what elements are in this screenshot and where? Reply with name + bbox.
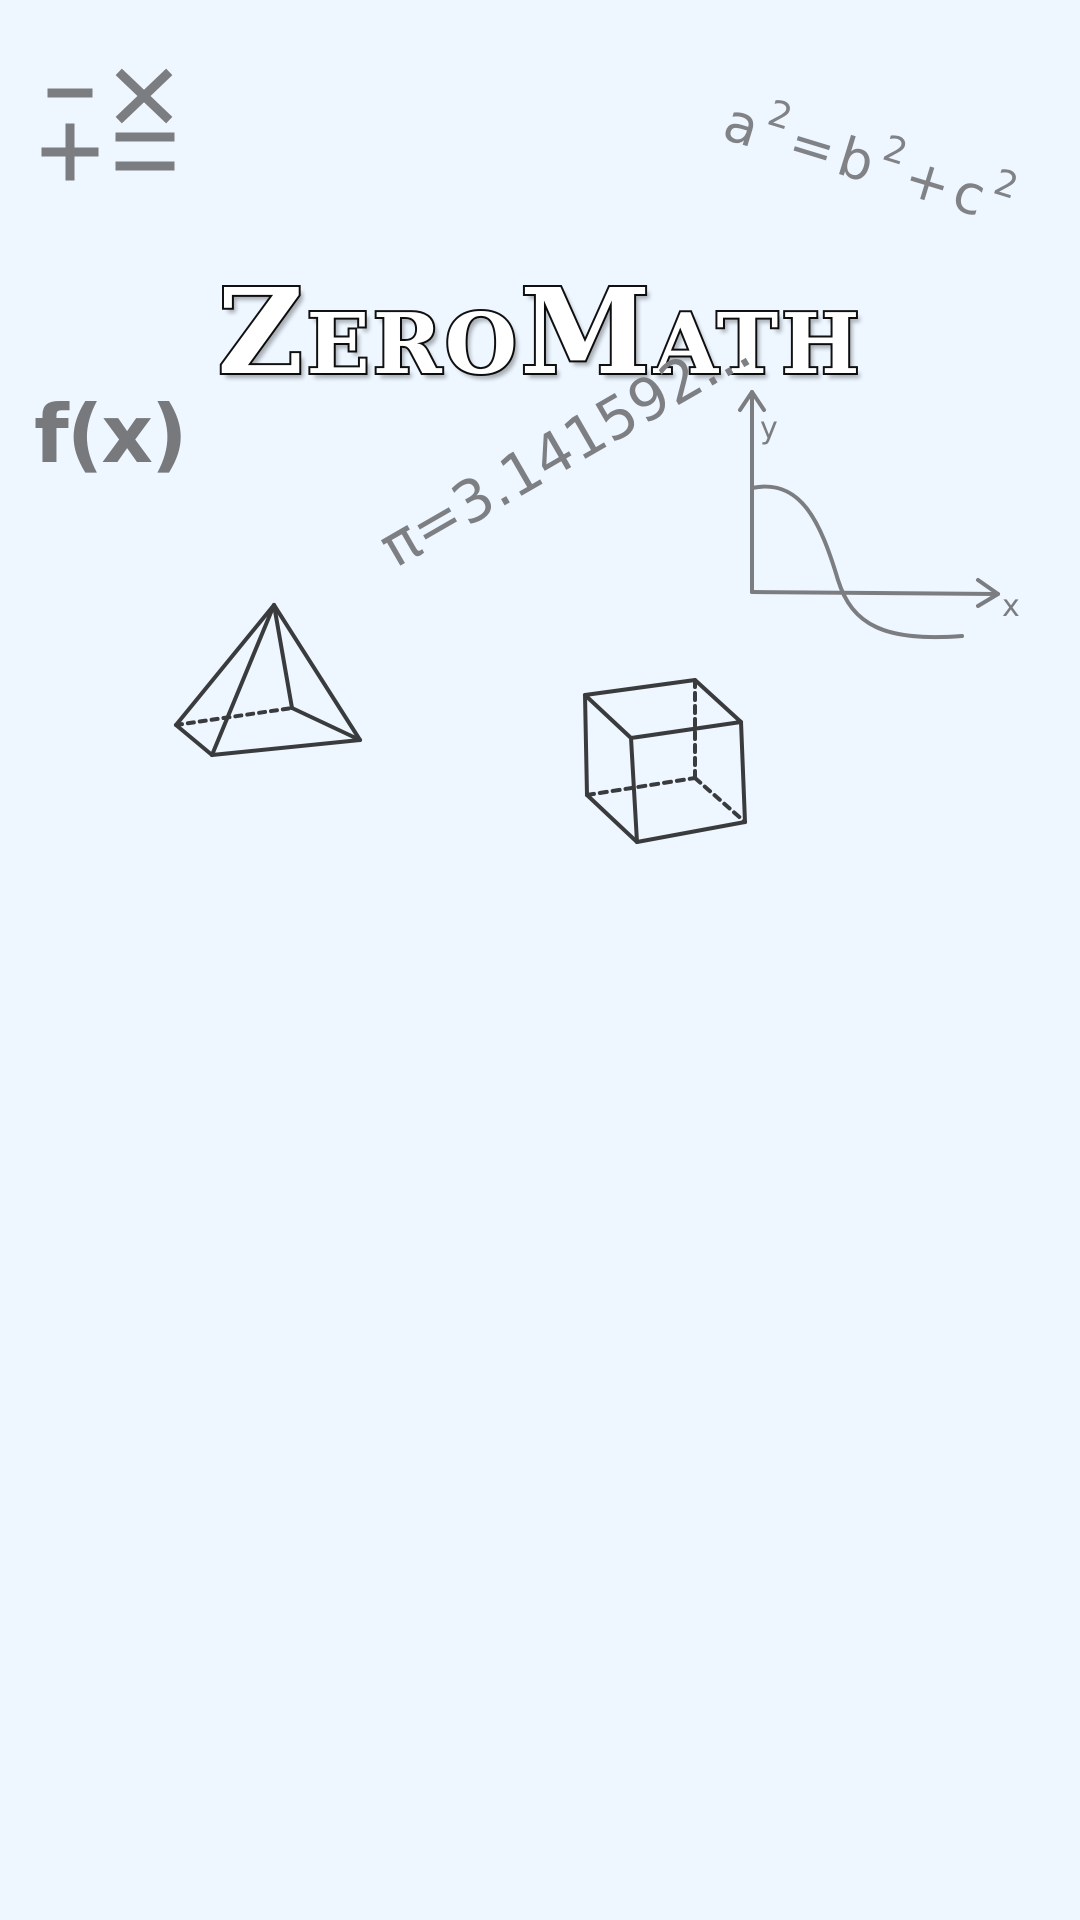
function-doodle: f(x)	[34, 388, 188, 481]
graph-x-label: x	[1002, 589, 1020, 624]
pyramid-icon	[174, 603, 362, 757]
cube-icon	[583, 678, 747, 844]
pythagorean-formula: a2=b2+c2	[716, 90, 1029, 231]
math-operators-icon	[41, 68, 175, 181]
graph-y-label: y	[760, 411, 778, 446]
graph-icon: y x	[738, 390, 1020, 640]
app-title: ZeroMath	[215, 260, 863, 403]
